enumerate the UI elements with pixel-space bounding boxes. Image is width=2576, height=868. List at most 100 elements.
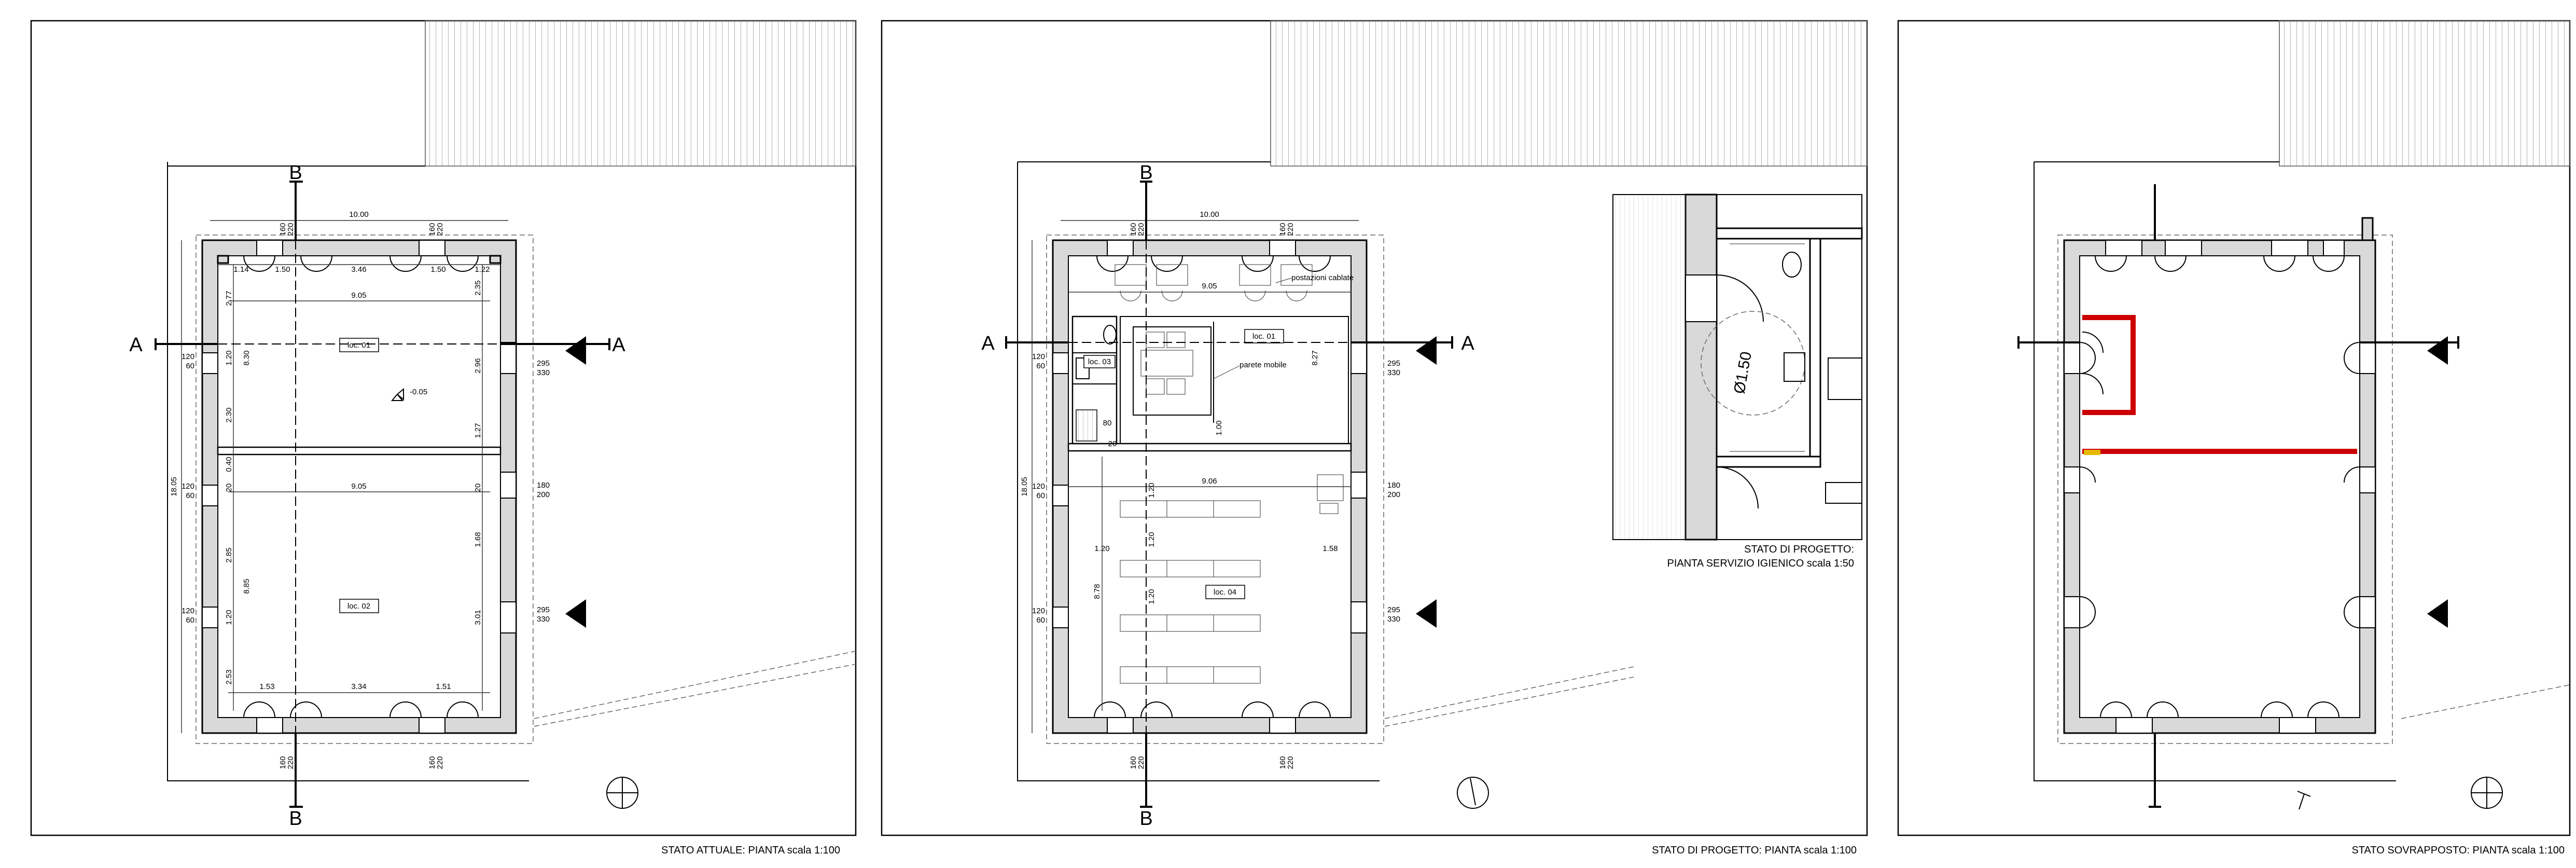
dim-top-seg-5: 1.22 (475, 265, 490, 274)
interior-layout (1067, 264, 1352, 684)
dim-rw-4: 200 (1387, 490, 1400, 499)
neighbour-roof (425, 20, 856, 167)
dim-rw-1: 295 (1387, 359, 1400, 368)
view-arrow-icon (2427, 336, 2448, 365)
view-arrow-icon (1416, 599, 1437, 628)
dim-lw-3: 120 (1032, 482, 1045, 491)
dim-bottom-opening-3: 160 (428, 756, 437, 769)
dim-v-11: 1.27 (474, 423, 482, 438)
section-line-b (289, 181, 303, 808)
dim-room2-height: 8.85 (242, 578, 251, 594)
dim-misc-1: 1.00 (1215, 420, 1223, 435)
section-line-b (1140, 181, 1152, 808)
dim-rw-6: 330 (1387, 615, 1400, 624)
dim-rw-1: 295 (537, 359, 550, 368)
dim-lw-2: 60 (186, 362, 194, 370)
dim-top-opening-3: 160 (428, 223, 437, 236)
dim-v-7: 1.20 (225, 610, 233, 625)
dim-v-4: 0.40 (225, 457, 233, 472)
north-arrow-icon (1457, 777, 1489, 809)
dim-rw-6: 330 (537, 615, 550, 624)
meeting-room (1120, 316, 1349, 444)
panel-caption: STATO DI PROGETTO: PIANTA scala 1:100 (1652, 845, 1857, 856)
dim-rw-5: 295 (537, 605, 550, 614)
dim-bottom-seg-2: 3.34 (351, 682, 366, 691)
room-label-loc04: loc. 04 (1214, 588, 1236, 597)
dim-room-height-1: 8.27 (1311, 350, 1319, 365)
dim-overall-width: 10.00 (349, 210, 369, 219)
dim-misc-3: 1.20 (1147, 532, 1156, 547)
dim-lw-5: 120 (1032, 607, 1045, 615)
dim-bottom-opening-1: 160 (1129, 756, 1138, 769)
dim-mid-inner: 9.06 (1202, 477, 1217, 486)
dim-overall-width: 10.00 (1200, 210, 1219, 219)
top-openings (1096, 240, 1331, 272)
section-line-b (2149, 184, 2161, 808)
dim-lw-1: 120 (1032, 352, 1045, 361)
dim-top-seg-3: 3.46 (351, 265, 366, 274)
section-label-b-bottom: B (1139, 808, 1152, 830)
section-label-b-top: B (289, 162, 302, 184)
dimension-labels: 10.00 18.05 160 220 160 220 160 220 160 … (1020, 210, 1400, 769)
bottom-openings (243, 701, 479, 734)
dim-top-opening-3: 160 (1278, 223, 1287, 236)
dim-top-opening-1: 160 (279, 223, 287, 236)
dim-misc-7: 80 (1103, 419, 1112, 428)
dim-v-14: 3.01 (474, 610, 482, 625)
panel-stato-progetto: 10.00 18.05 160 220 160 220 160 220 160 … (881, 20, 1868, 856)
dim-misc-6: 1.20 (1094, 544, 1109, 553)
building-outline (1046, 235, 1384, 744)
note-postazioni-cablate: postazioni cablate (1291, 273, 1354, 282)
dim-v-13: 1.68 (474, 532, 482, 547)
neighbour-roof (2279, 20, 2570, 167)
level-mark: -0.05 (410, 388, 427, 396)
bottom-openings (2100, 701, 2340, 734)
road-edge-2 (1384, 677, 1634, 727)
view-arrow-icon (2427, 599, 2448, 628)
dim-top-opening-2: 220 (286, 223, 295, 236)
internal-partition (217, 446, 502, 456)
section-line-a (155, 338, 610, 350)
room-label-box (1205, 585, 1245, 599)
dim-room-height-2: 8.78 (1093, 584, 1102, 599)
dim-bottom-seg-3: 1.51 (436, 682, 451, 691)
dim-lw-6: 60 (186, 616, 194, 625)
site-boundary (2034, 162, 2396, 781)
side-windows (2064, 342, 2376, 628)
dim-v-8: 2.53 (225, 669, 233, 684)
dim-rw-3: 180 (537, 481, 550, 490)
room-label-box (1083, 355, 1116, 368)
room-label-box (1244, 329, 1284, 343)
dim-bottom-opening-4: 220 (436, 756, 444, 769)
new-bathroom-walls (2082, 315, 2136, 415)
building-outline (196, 235, 534, 744)
dim-overall-height: 18.05 (1020, 477, 1029, 497)
view-arrow-icon (565, 599, 586, 628)
road-edge (1384, 666, 1634, 719)
dim-lw-4: 60 (1036, 491, 1045, 500)
room-label-box (339, 599, 379, 613)
dim-misc-2: 1.20 (1147, 483, 1156, 498)
building-outline (2057, 217, 2393, 744)
level-marker-icon (391, 388, 404, 401)
dim-top-inner: 9.05 (1202, 282, 1217, 291)
note-parete-mobile: parete mobile (1240, 361, 1287, 369)
sink-icon (1784, 352, 1805, 382)
panel-caption: STATO SOVRAPPOSTO: PIANTA scala 1:100 (2351, 845, 2565, 856)
dim-lw-1: 120 (182, 352, 194, 361)
section-label-b-bottom: B (289, 808, 302, 830)
dim-rw-2: 330 (1387, 368, 1400, 377)
view-arrow-icon (565, 336, 586, 365)
side-windows (1052, 342, 1367, 633)
dim-v-2: 1.20 (225, 350, 233, 365)
dim-room2-width: 9.05 (351, 482, 366, 491)
dim-misc-5: 1.58 (1322, 544, 1338, 553)
dim-bottom-opening-3: 160 (1278, 756, 1287, 769)
site-boundary (1017, 162, 1380, 781)
room-label-loc02: loc. 02 (347, 602, 370, 611)
dim-top-opening-4: 220 (1286, 223, 1295, 236)
section-label-a-right: A (612, 334, 625, 356)
dim-overall-height: 18.05 (170, 477, 178, 497)
turning-circle-label: Ø1.50 (1731, 350, 1755, 395)
dim-top-seg-1: 1.14 (233, 265, 248, 274)
